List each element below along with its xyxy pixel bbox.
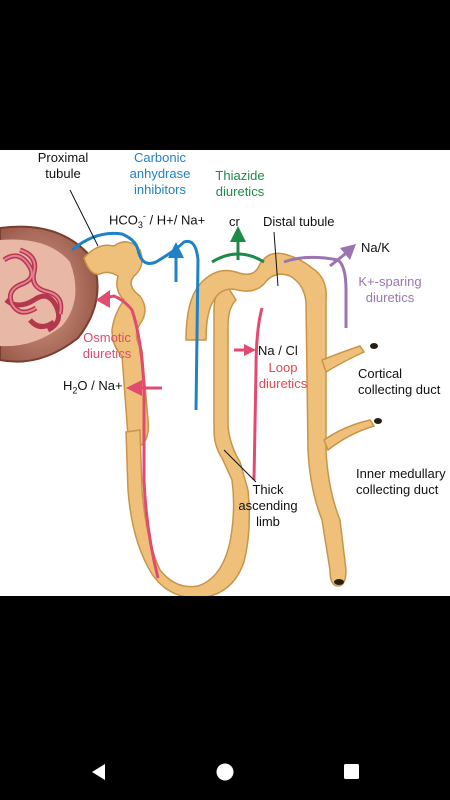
recents-square-icon[interactable] xyxy=(342,762,362,782)
loop-arrow xyxy=(234,307,264,481)
glomerulus xyxy=(0,225,99,363)
osmotic-arrow xyxy=(96,290,162,579)
cl-ion-label: cr xyxy=(229,214,240,229)
branch-opening xyxy=(374,418,382,424)
duct-opening xyxy=(334,579,344,585)
na-k-label: Na/K xyxy=(361,240,390,255)
branch-opening xyxy=(370,343,378,349)
na-cl-label: Na / Cl xyxy=(258,343,298,358)
android-navigation-bar xyxy=(0,740,450,800)
distal-tubule-label: Distal tubule xyxy=(263,214,335,229)
back-triangle-icon[interactable] xyxy=(89,762,109,782)
k-sparing-arrow xyxy=(283,244,356,328)
carbonic-anhydrase-arrow xyxy=(71,231,200,411)
leader-lines xyxy=(69,189,279,483)
thiazide-arrow xyxy=(211,226,265,264)
tubule xyxy=(83,241,376,596)
h2o-na-label: H2O / Na+ xyxy=(63,378,123,396)
hco3-ions-label: HCO3- / H+/ Na+ xyxy=(109,211,206,230)
nephron-illustration xyxy=(0,189,382,596)
home-circle-icon[interactable] xyxy=(215,762,235,782)
